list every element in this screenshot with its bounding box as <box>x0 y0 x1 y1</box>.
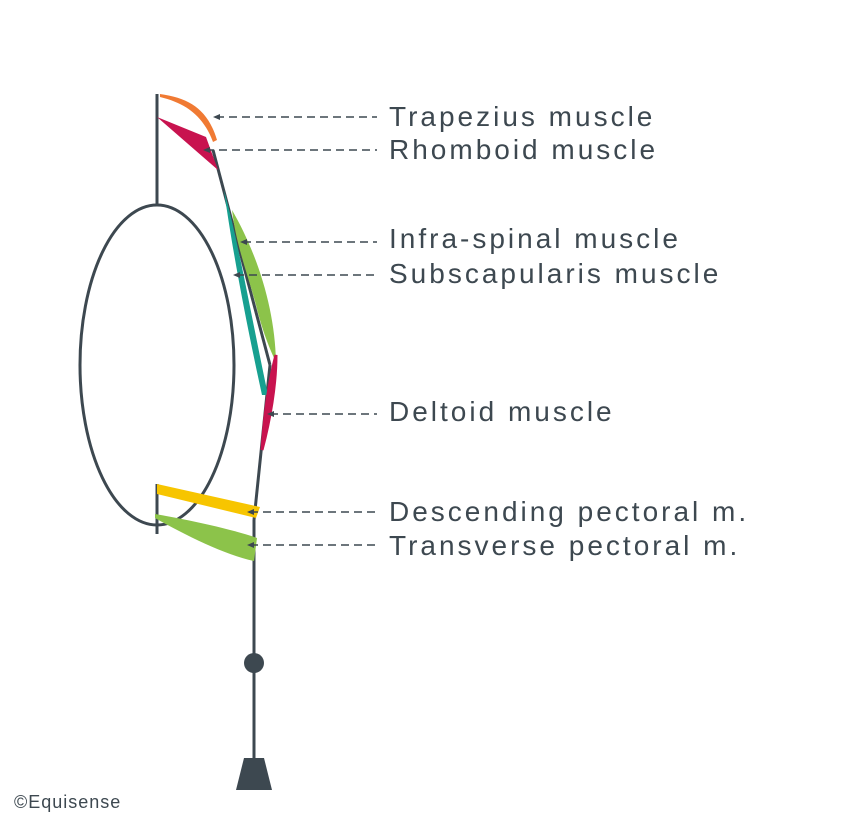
skeleton <box>78 94 272 760</box>
subscapularis-shape <box>224 190 268 395</box>
label-rhomboid: Rhomboid muscle <box>389 134 658 165</box>
label-deltoid: Deltoid muscle <box>389 396 615 427</box>
leader-lines <box>206 116 377 546</box>
arrowhead-infraspinal <box>240 239 247 245</box>
label-descending-pectoral: Descending pectoral m. <box>389 496 749 527</box>
label-transverse-pectoral: Transverse pectoral m. <box>389 530 740 561</box>
trapezius-shape <box>160 94 217 142</box>
descending-pectoral-shape <box>157 484 260 518</box>
arrowhead-subscapularis <box>233 272 240 278</box>
arrowhead-descending-pectoral <box>247 509 254 515</box>
infraspinal-shape <box>232 210 276 362</box>
copyright-credit: ©Equisense <box>14 792 121 812</box>
rhomboid-shape <box>157 117 218 170</box>
arrowhead-trapezius <box>213 114 220 120</box>
arrowhead-transverse-pectoral <box>247 542 254 548</box>
knee-joint <box>244 653 264 673</box>
arrowhead-rhomboid <box>203 147 210 153</box>
transverse-pectoral-shape <box>155 514 257 561</box>
label-subscapularis: Subscapularis muscle <box>389 258 721 289</box>
deltoid-shape <box>260 354 278 451</box>
hoof-shape <box>236 758 272 790</box>
leader-arrowheads <box>203 114 274 548</box>
scapula-line <box>211 149 272 366</box>
arrowhead-deltoid <box>267 411 274 417</box>
label-infraspinal: Infra-spinal muscle <box>389 223 681 254</box>
rib-cage-ellipse <box>78 203 236 527</box>
label-trapezius: Trapezius muscle <box>389 101 655 132</box>
